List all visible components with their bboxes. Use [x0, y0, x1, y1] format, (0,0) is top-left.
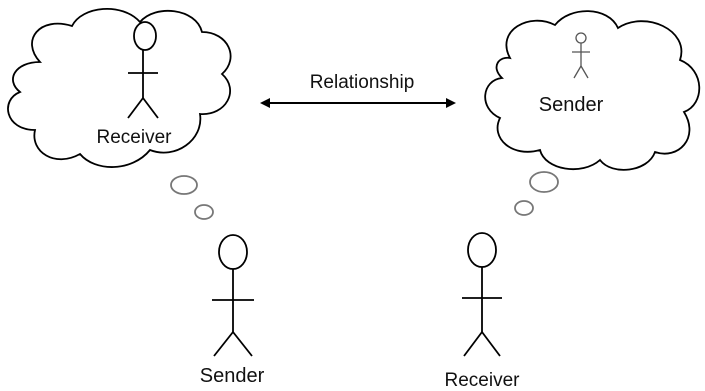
right-cloud-stick-figure: [572, 32, 590, 79]
relationship-label: Relationship: [310, 72, 415, 93]
right-figure-label: Receiver: [445, 370, 521, 391]
left-stick-figure: [212, 234, 254, 357]
right-thought-bubble-small: [514, 200, 534, 216]
left-cloud-stick-figure: [127, 21, 159, 119]
right-cloud-label: Sender: [539, 94, 604, 116]
left-cloud-label: Receiver: [97, 127, 173, 148]
right-stick-figure: [462, 232, 502, 357]
right-thought-cloud: [484, 10, 701, 171]
left-thought-bubble-large: [170, 175, 198, 195]
left-figure-label: Sender: [200, 365, 265, 387]
left-thought-cloud: [7, 8, 232, 168]
right-thought-bubble-large: [529, 171, 559, 193]
left-thought-bubble-small: [194, 204, 214, 220]
